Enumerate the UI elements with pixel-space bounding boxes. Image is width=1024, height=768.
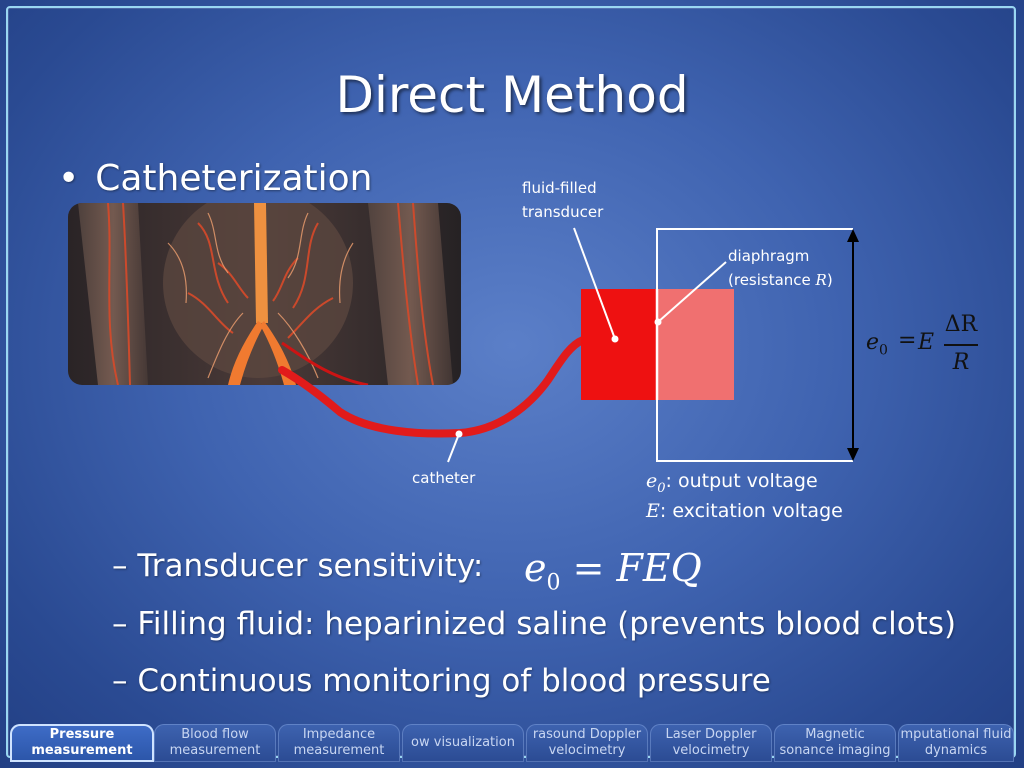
diaphragm-pointer-dot xyxy=(654,318,662,326)
transducer-body xyxy=(581,289,657,400)
subbullet-sensitivity: – Transducer sensitivity: xyxy=(112,548,483,584)
catheter-tube xyxy=(278,336,587,438)
formula-lhs: e0 xyxy=(866,330,888,358)
formula-sensitivity-ratio: e0 = E ΔR R xyxy=(866,312,986,382)
diaphragm-suffix: ) xyxy=(826,271,833,289)
formula-fraction-bar xyxy=(944,344,978,346)
slide-title: Direct Method xyxy=(335,66,689,124)
formula-lhs-sub: 0 xyxy=(879,342,888,359)
tab-flow-visualization[interactable]: ow visualization xyxy=(402,724,524,762)
catheter-pointer xyxy=(447,433,460,463)
tab-label-line1: Magnetic xyxy=(805,727,865,742)
tab-label-line2: sonance imaging xyxy=(779,743,891,758)
transducer-pointer-dot xyxy=(611,335,619,343)
tab-label-line1: rasound Doppler xyxy=(532,727,642,742)
formula-sensitivity: e0 = FEQ xyxy=(524,546,702,596)
legend-output-voltage: e0: output voltage xyxy=(646,470,818,496)
bullet-catheterization: • Catheterization xyxy=(58,158,373,199)
tab-label-line2: measurement xyxy=(293,743,385,758)
legend-excitation-voltage: E: excitation voltage xyxy=(646,500,843,522)
label-diaphragm-line2: (resistance R) xyxy=(728,268,833,292)
label-transducer: fluid-filled transducer xyxy=(522,176,603,224)
subbullet-filling-fluid: – Filling fluid: heparinized saline (pre… xyxy=(112,606,956,642)
tab-label-line2: measurement xyxy=(169,743,261,758)
tab-label-line1: Blood flow xyxy=(181,727,249,742)
circuit-box xyxy=(656,228,853,462)
label-diaphragm-line1: diaphragm xyxy=(728,247,810,265)
dash: – xyxy=(112,548,128,584)
formula-numerator: ΔR xyxy=(944,312,978,337)
legend-text: : excitation voltage xyxy=(659,500,843,522)
formula-denominator: R xyxy=(952,350,970,375)
tab-label-line1: mputational fluid xyxy=(900,727,1012,742)
tab-label-line1: ow visualization xyxy=(411,735,515,750)
label-diaphragm: diaphragm (resistance R) xyxy=(728,244,833,292)
diaphragm-var: R xyxy=(815,271,827,289)
anatomy-illustration xyxy=(68,203,461,385)
diaphragm-pointer xyxy=(657,261,727,323)
transducer-pointer xyxy=(573,227,616,340)
tab-label-line2: measurement xyxy=(31,743,133,758)
formula-main-equals: = xyxy=(572,546,605,590)
label-catheter: catheter xyxy=(412,469,476,487)
subbullet-text: Filling fluid: heparinized saline (preve… xyxy=(137,606,957,642)
tab-label-line1: Laser Doppler xyxy=(665,727,757,742)
formula-main-lhs: e xyxy=(524,546,547,590)
tab-label-line2: velocimetry xyxy=(672,743,750,758)
legend-sub: 0 xyxy=(657,480,666,496)
dash: – xyxy=(112,606,128,642)
label-transducer-line2: transducer xyxy=(522,203,604,221)
legend-symbol: e xyxy=(646,470,658,492)
legend-text: : output voltage xyxy=(665,470,818,492)
formula-lhs-base: e xyxy=(866,330,880,355)
formula-coef: E xyxy=(918,330,935,355)
tab-label-line2: dynamics xyxy=(924,743,988,758)
tab-label-line1: Pressure xyxy=(49,727,115,742)
legend-symbol: E xyxy=(646,500,660,522)
tab-label-line2: velocimetry xyxy=(548,743,626,758)
tab-label-line1: Impedance xyxy=(302,727,376,742)
formula-main-sub: 0 xyxy=(546,570,561,596)
diaphragm-prefix: (resistance xyxy=(728,271,816,289)
catheter-pointer-dot xyxy=(455,430,463,438)
voltage-arrow-head-top xyxy=(847,229,859,242)
voltage-arrow-head-bottom xyxy=(847,448,859,461)
formula-main-rhs: FEQ xyxy=(616,546,702,590)
label-transducer-line1: fluid-filled xyxy=(522,179,597,197)
dash: – xyxy=(112,663,128,699)
transducer-diaphragm-side xyxy=(657,289,734,400)
bullet-symbol: • xyxy=(58,158,80,199)
subbullet-text: Transducer sensitivity: xyxy=(137,548,484,584)
formula-equals: = xyxy=(898,328,917,353)
subbullet-monitoring: – Continuous monitoring of blood pressur… xyxy=(112,663,771,699)
anatomy-image xyxy=(68,203,461,385)
bullet-text: Catheterization xyxy=(95,158,373,199)
subbullet-text: Continuous monitoring of blood pressure xyxy=(137,663,771,699)
